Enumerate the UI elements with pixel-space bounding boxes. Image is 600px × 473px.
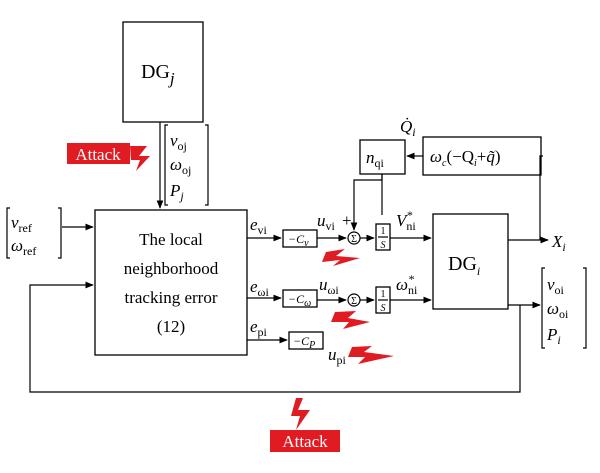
svg-text:ωoj: ωoj	[170, 155, 191, 177]
signal-lines	[29, 122, 549, 393]
lightning-bolt-icon	[331, 311, 370, 329]
svg-text:S: S	[381, 303, 386, 314]
reference-vector: vref ωref	[6, 207, 62, 259]
label-plus: +	[342, 211, 352, 230]
gain-cv-block: −Cv	[282, 229, 318, 249]
attack-bottom: Attack	[270, 398, 340, 452]
attack-label-box-bottom	[270, 430, 340, 452]
dgj-output-vector: voj ωoj Pj	[164, 124, 209, 206]
label-u-p: upi	[328, 345, 347, 367]
attack-label-box-top	[67, 143, 130, 164]
svg-text:1: 1	[381, 226, 386, 237]
svg-text:DGi: DGi	[448, 253, 480, 278]
attack-top: Attack	[67, 143, 150, 171]
integrator-v-block: 1 S	[375, 223, 391, 251]
svg-text:S: S	[381, 240, 386, 251]
svg-text:voj: voj	[170, 131, 187, 153]
svg-text:Σ: Σ	[351, 296, 357, 307]
svg-text:1: 1	[381, 289, 386, 300]
gain-cw-block: −Cω	[282, 289, 318, 309]
error-line-4: (12)	[157, 317, 185, 336]
gain-cp-block: −CP	[288, 331, 324, 351]
svg-text:−Cv: −Cv	[288, 232, 309, 249]
svg-text:voi: voi	[547, 275, 565, 297]
label-u-w: uωi	[319, 275, 339, 297]
dgi-block: DGi	[432, 213, 509, 310]
label-e-v: evi	[250, 215, 268, 237]
label-x-i: Xi	[551, 232, 566, 254]
label-v-ni: V*ni	[396, 208, 416, 233]
nqi-block: nqi	[359, 139, 406, 175]
lightning-bolt-icon	[291, 398, 310, 430]
integrator-w-block: 1 S	[375, 286, 391, 314]
error-line-1: The local	[139, 230, 203, 249]
svg-text:−CP: −CP	[293, 334, 315, 351]
svg-text:Σ: Σ	[351, 234, 357, 245]
svg-text:−Cω: −Cω	[288, 292, 311, 309]
sum-junction-w: Σ	[347, 293, 361, 307]
error-line-2: neighborhood	[124, 259, 219, 278]
error-line-3: tracking error	[125, 288, 218, 307]
label-u-v: uvi	[317, 211, 336, 233]
label-e-p: epi	[250, 317, 268, 339]
svg-text:nqi: nqi	[366, 148, 385, 170]
svg-text:ωoi: ωoi	[547, 299, 569, 321]
svg-text:ωref: ωref	[11, 236, 36, 258]
reactive-power-block: ωc(−Qi+q̃)	[422, 136, 542, 176]
svg-text:vref: vref	[11, 213, 32, 235]
svg-text:Pj: Pj	[169, 181, 184, 203]
lightning-bolt-icon	[348, 346, 394, 364]
attack-label-top: Attack	[75, 145, 121, 164]
svg-text:ωc(−Qi+q̃): ωc(−Qi+q̃)	[430, 147, 501, 169]
tracking-error-block: The local neighborhood tracking error (1…	[94, 209, 248, 356]
svg-text:DGj: DGj	[141, 61, 175, 88]
dgi-output-vector: voi ωoi Pi	[541, 267, 587, 349]
lightning-bolt-icon	[322, 249, 360, 266]
svg-text:Pi: Pi	[546, 325, 561, 347]
label-e-w: eωi	[250, 277, 269, 299]
label-w-ni: ω*ni	[396, 272, 418, 297]
dgj-block: DGj	[122, 21, 204, 123]
label-q-dot: Q̇i	[400, 117, 416, 139]
sum-junction-v: Σ	[347, 231, 361, 245]
attack-label-bottom: Attack	[282, 432, 328, 451]
lightning-bolt-icon	[130, 146, 150, 171]
